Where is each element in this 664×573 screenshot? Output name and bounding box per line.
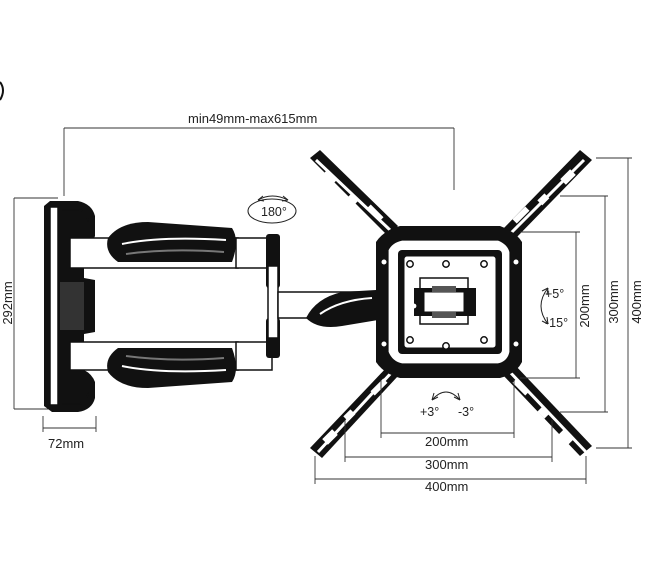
swivel-arrow-icon xyxy=(257,195,289,201)
vesa-bracket-arms xyxy=(310,150,592,458)
wall-plate-height-label: 292mm xyxy=(0,281,15,324)
swivel-indicator: 180° xyxy=(247,195,297,224)
cropped-edge-mark xyxy=(0,81,4,101)
vesa-vertical-dimensions: 200mm 300mm 400mm xyxy=(520,157,644,449)
wall-plate-depth-dimension: 72mm xyxy=(42,416,97,451)
bracket-arm-bottom-left xyxy=(310,366,398,458)
vesa-horizontal-dimensions: 200mm 300mm 400mm xyxy=(314,380,587,494)
tilt-head-plate xyxy=(376,226,522,378)
tilt-up-label: +5° xyxy=(545,287,564,301)
tilt-down-label: -15° xyxy=(545,316,568,330)
vesa-300-horizontal-label: 300mm xyxy=(425,457,468,472)
tilt-arrow-icon xyxy=(540,287,549,325)
extension-dimension: min49mm-max615mm xyxy=(63,111,455,196)
vesa-300-vertical-label: 300mm xyxy=(606,280,621,323)
wall-plate-depth-label: 72mm xyxy=(48,436,84,451)
bracket-arm-top-left xyxy=(310,150,398,236)
bracket-arm-bottom-right xyxy=(502,364,592,456)
vesa-200-horizontal-label: 200mm xyxy=(425,434,468,449)
vesa-400-horizontal-label: 400mm xyxy=(425,479,468,494)
vesa-400-vertical-label: 400mm xyxy=(629,280,644,323)
extension-label: min49mm-max615mm xyxy=(188,111,317,126)
level-indicator: +3° -3° xyxy=(420,391,474,419)
level-minus-label: -3° xyxy=(458,405,474,419)
bracket-arm-top-right xyxy=(502,150,592,240)
wall-plate xyxy=(44,201,95,412)
swivel-label: 180° xyxy=(261,205,287,219)
vesa-200-vertical-label: 200mm xyxy=(577,284,592,327)
level-plus-label: +3° xyxy=(420,405,439,419)
level-arrow-icon xyxy=(431,391,461,401)
tilt-indicator: +5° -15° xyxy=(540,287,568,330)
wall-plate-height-dimension: 292mm xyxy=(0,197,58,410)
articulating-arms xyxy=(69,222,378,388)
